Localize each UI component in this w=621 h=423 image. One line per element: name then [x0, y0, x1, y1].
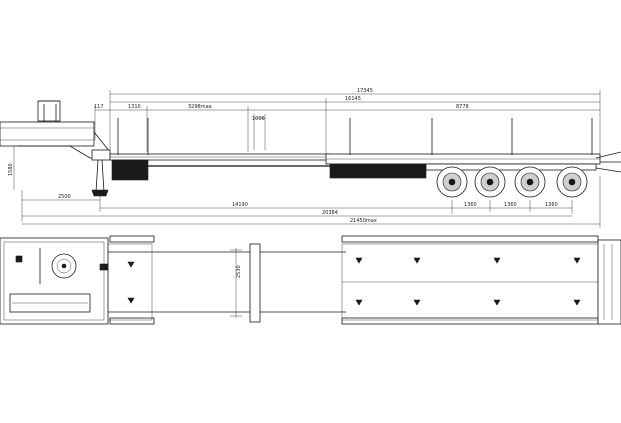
dim-overall-length-max: 21450max	[350, 218, 377, 224]
dim-kingpin-offset: 2500	[58, 194, 71, 200]
top-dimension-lines	[94, 90, 601, 160]
dim-overall-length-top: 17345	[357, 88, 373, 94]
dim-rear-section: 8778	[456, 104, 469, 110]
dim-deck-section-max: 3298max	[188, 104, 212, 110]
dim-kingpin-to-axles: 14190	[232, 202, 248, 208]
dim-deck-width: 2530	[236, 265, 242, 278]
deck-plan	[107, 235, 621, 325]
bottom-dimension-lines	[21, 176, 601, 228]
dim-height-left: 1580	[8, 163, 14, 176]
dim-axle-spacing-1: 1360	[464, 202, 477, 208]
wheels-side	[436, 166, 588, 198]
gooseneck-plan	[0, 237, 109, 325]
rear-ramp	[595, 151, 621, 173]
dim-front-overhang: 117	[94, 104, 104, 110]
top-view: 2530	[0, 235, 621, 325]
axle-markers	[127, 257, 581, 306]
dim-gooseneck-to-first: 1310	[128, 104, 141, 110]
dim-axle-spacing-3: 1360	[545, 202, 558, 208]
dim-stake-gap: 1006	[252, 116, 265, 122]
main-beam	[109, 153, 601, 181]
gooseneck	[0, 100, 112, 197]
dim-axle-spacing-2: 1360	[504, 202, 517, 208]
dim-wheelbase-total: 20384	[322, 210, 338, 216]
stakes-side	[117, 118, 593, 155]
dim-upper-deck-length: 16145	[345, 96, 361, 102]
side-view: 17345 16145 117 1310 3298max 1006 8778 1…	[0, 88, 621, 228]
